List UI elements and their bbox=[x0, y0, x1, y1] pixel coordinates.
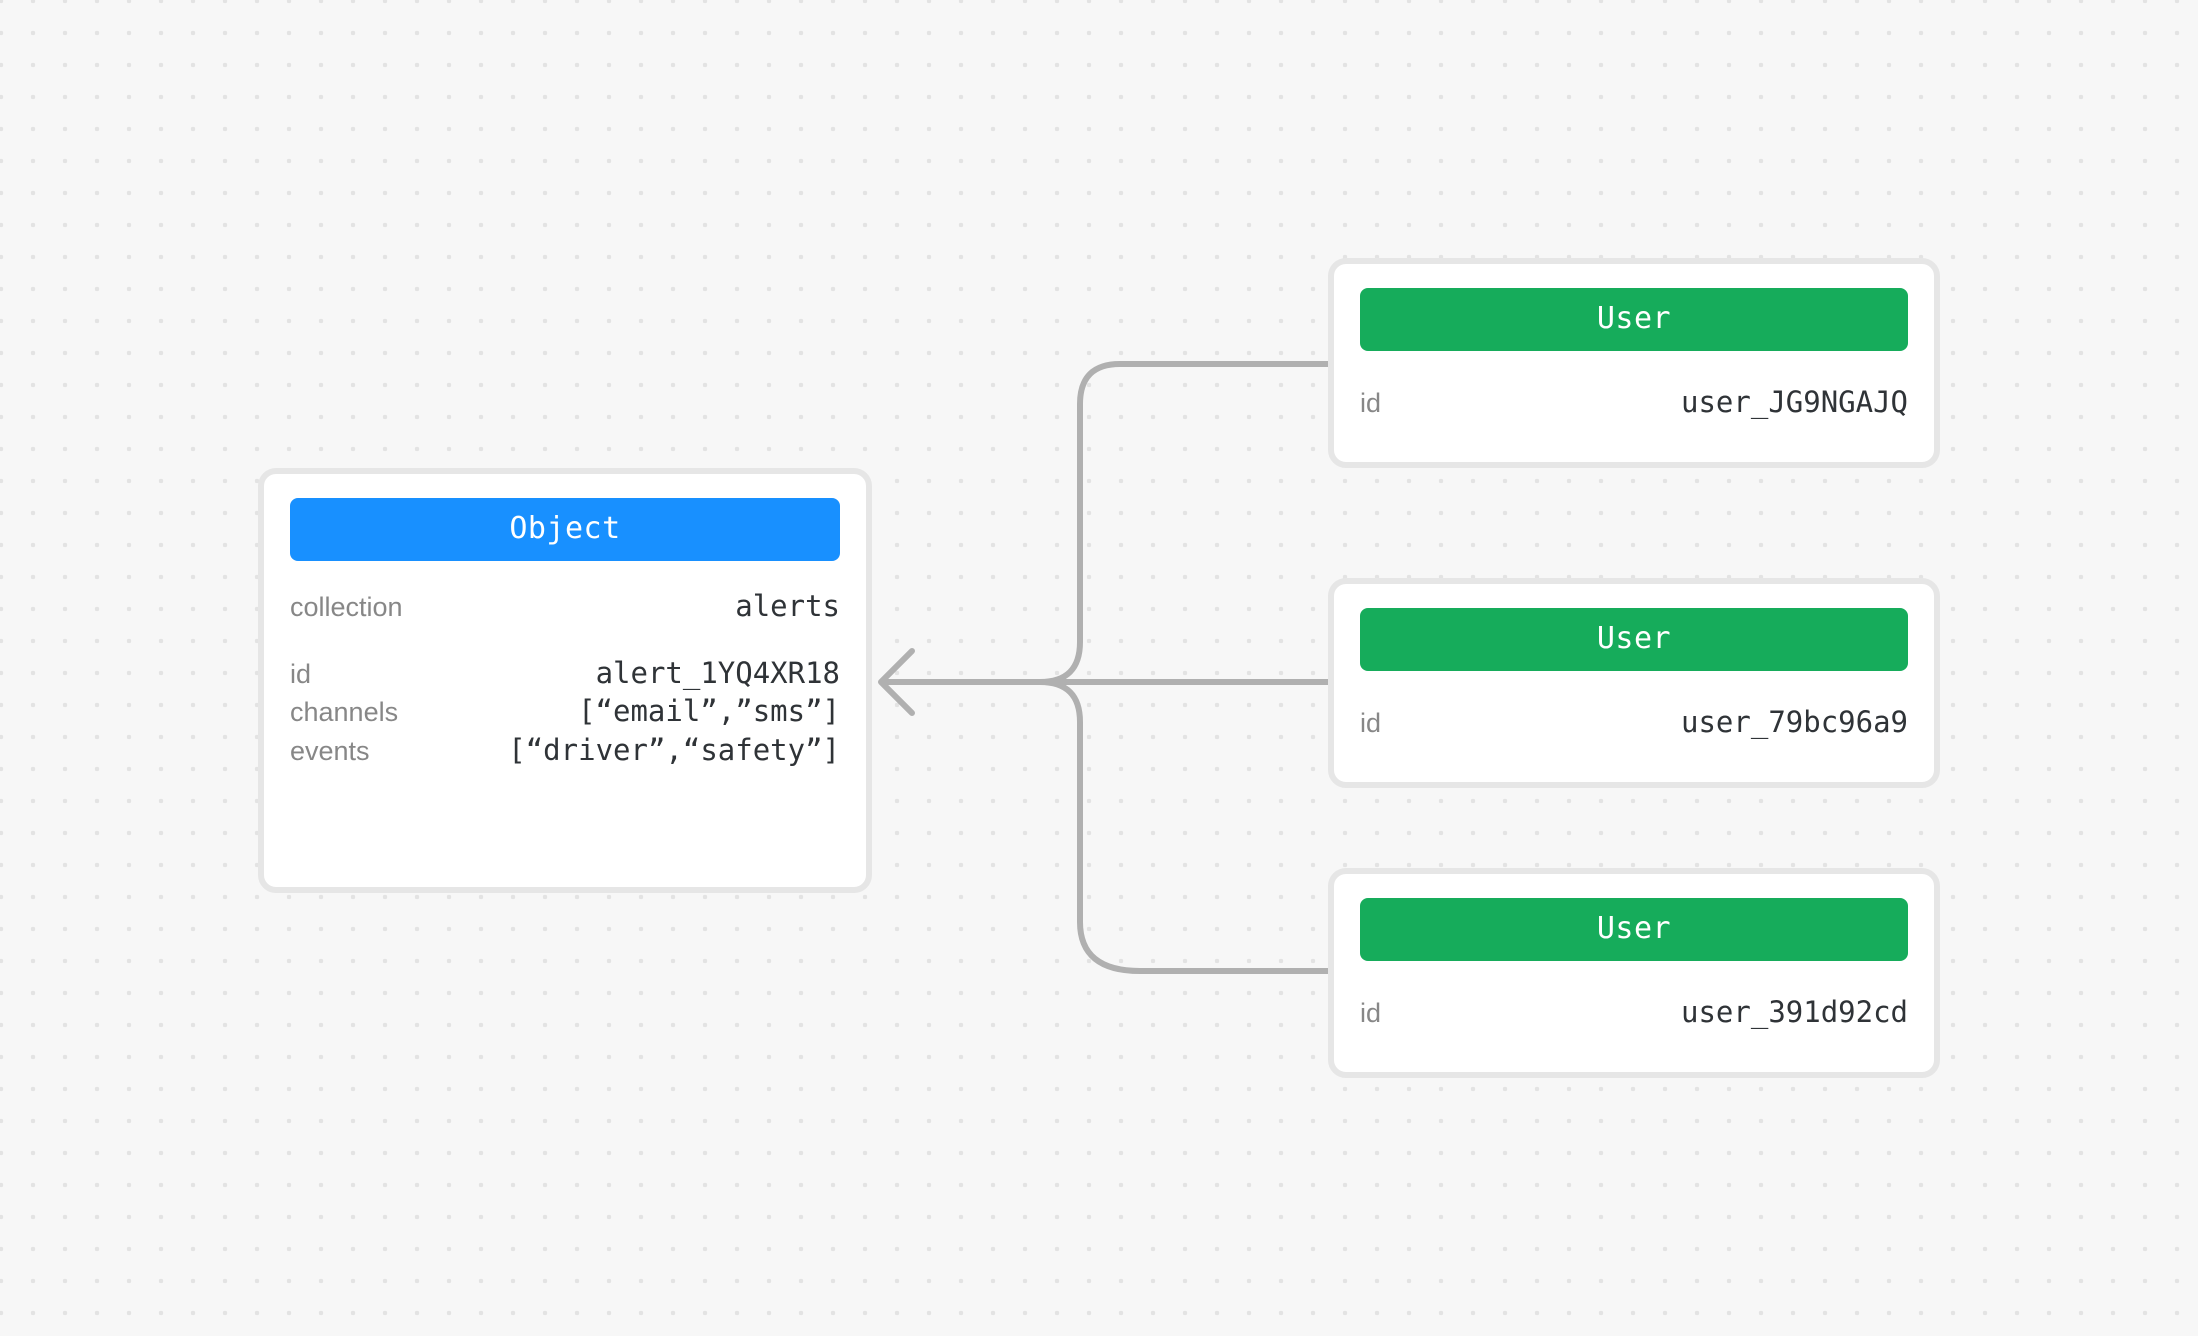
field-value: user_79bc96a9 bbox=[1681, 705, 1908, 739]
field-row-id: id user_79bc96a9 bbox=[1360, 703, 1908, 742]
field-value: user_391d92cd bbox=[1681, 995, 1908, 1029]
node-user-1[interactable]: User id user_JG9NGAJQ bbox=[1328, 258, 1940, 468]
edge-user-1-to-object bbox=[902, 361, 1331, 685]
field-value: alert_1YQ4XR18 bbox=[595, 655, 840, 690]
field-row-events: events [“driver”,“safety”] bbox=[290, 731, 840, 770]
field-key: channels bbox=[290, 697, 399, 728]
field-section: id user_79bc96a9 bbox=[1334, 703, 1934, 742]
field-key: id bbox=[290, 658, 312, 689]
edge-arrowhead-icon bbox=[878, 648, 915, 716]
field-value: user_JG9NGAJQ bbox=[1681, 385, 1908, 419]
node-header-object: Object bbox=[290, 498, 840, 561]
field-key: id bbox=[1360, 998, 1382, 1028]
edge-user-3-to-object bbox=[902, 679, 1331, 974]
node-header-user: User bbox=[1360, 288, 1908, 351]
node-user-2[interactable]: User id user_79bc96a9 bbox=[1328, 578, 1940, 788]
field-key: collection bbox=[290, 592, 403, 622]
field-key: id bbox=[1360, 388, 1382, 418]
field-value: alerts bbox=[735, 589, 840, 623]
field-row-id: id user_391d92cd bbox=[1360, 993, 1908, 1032]
field-row-id: id alert_1YQ4XR18 bbox=[290, 654, 840, 693]
field-section: id user_391d92cd bbox=[1334, 993, 1934, 1032]
node-object-alerts[interactable]: Object collection alerts id alert_1YQ4XR… bbox=[258, 468, 872, 893]
field-row-id: id user_JG9NGAJQ bbox=[1360, 383, 1908, 422]
field-value: [“email”,”sms”] bbox=[578, 694, 840, 729]
node-header-user: User bbox=[1360, 608, 1908, 671]
field-key: events bbox=[290, 735, 370, 766]
field-key: id bbox=[1360, 708, 1382, 738]
field-section: id alert_1YQ4XR18 channels [“email”,”sms… bbox=[264, 654, 866, 770]
field-value: [“driver”,“safety”] bbox=[508, 732, 840, 767]
field-section: collection alerts bbox=[264, 587, 866, 626]
field-row-channels: channels [“email”,”sms”] bbox=[290, 692, 840, 731]
node-user-3[interactable]: User id user_391d92cd bbox=[1328, 868, 1940, 1078]
field-section: id user_JG9NGAJQ bbox=[1334, 383, 1934, 422]
node-header-user: User bbox=[1360, 898, 1908, 961]
field-row-collection: collection alerts bbox=[290, 587, 840, 626]
